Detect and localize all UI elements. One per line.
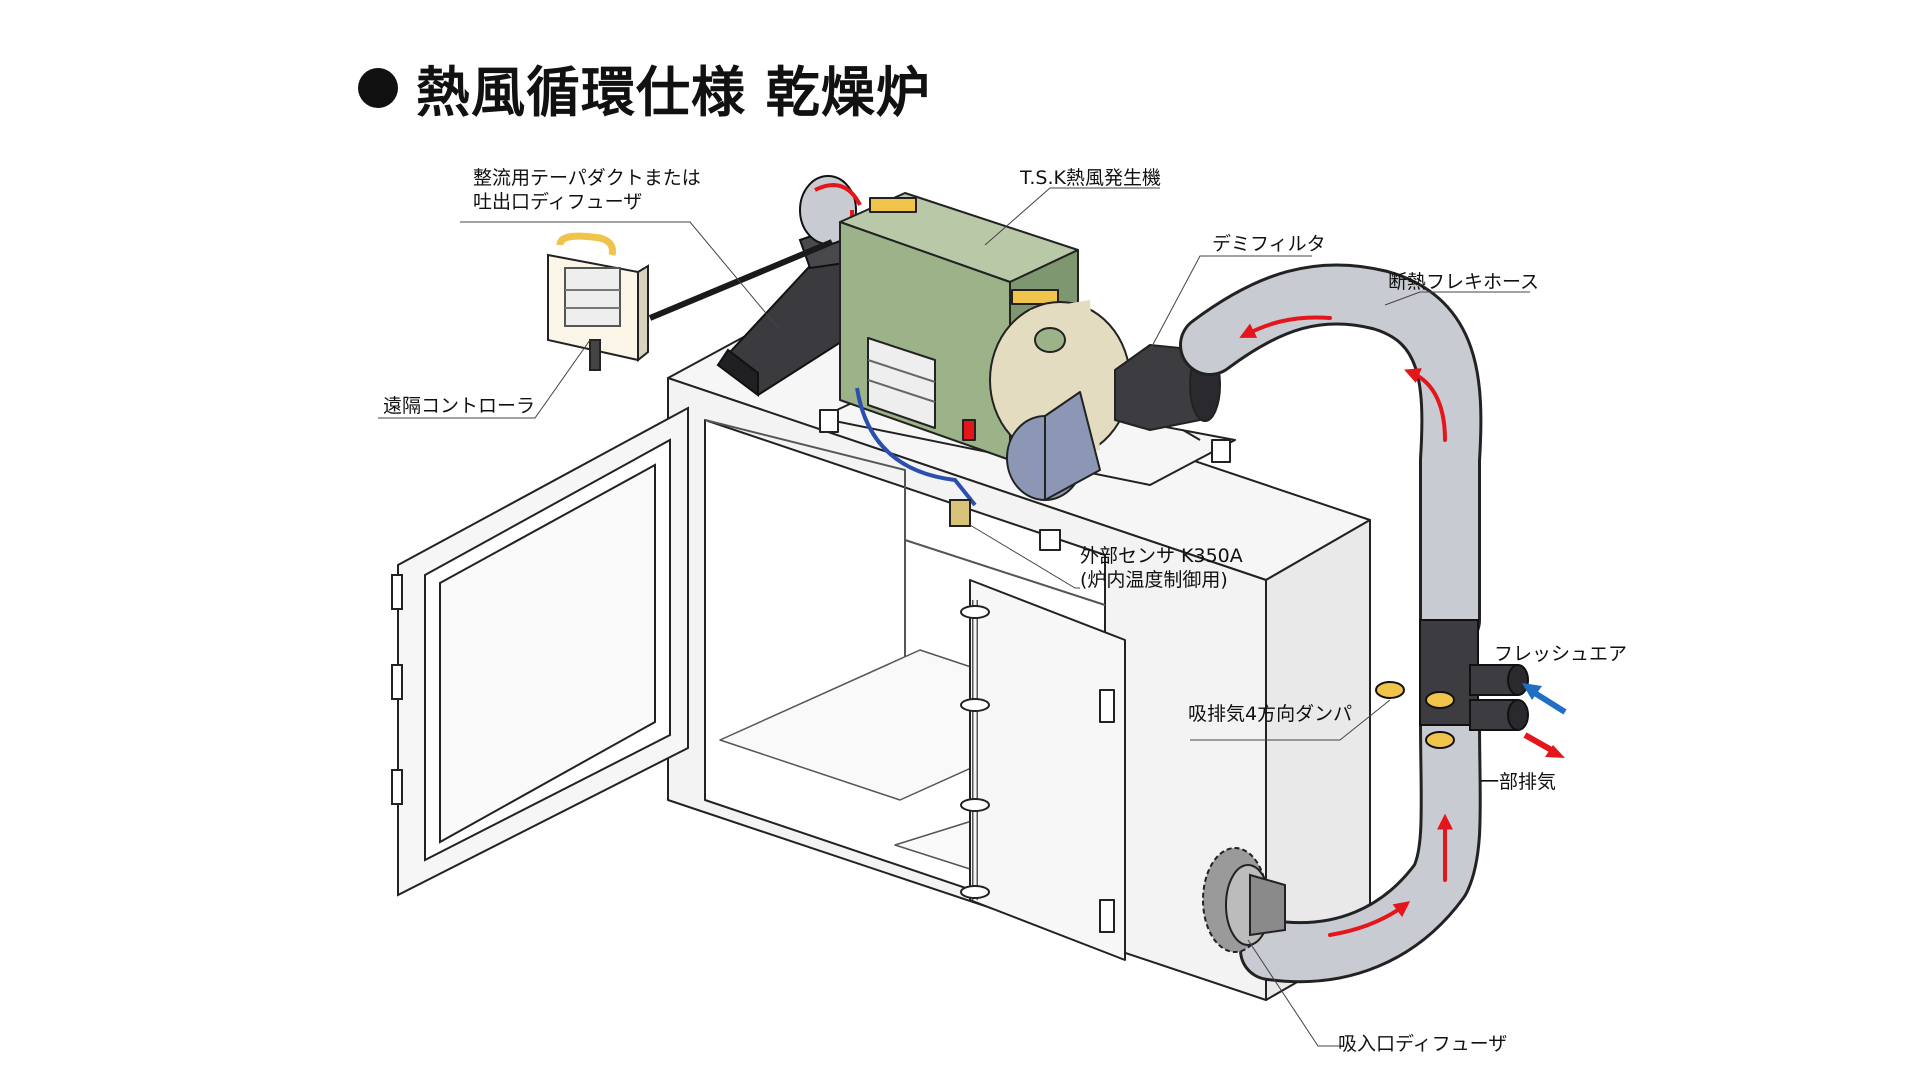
insulated-flex-hose: [1179, 263, 1483, 984]
label-rectifier-line2: 吐出口ディフューザ: [473, 191, 643, 213]
external-sensor: [855, 387, 977, 527]
door-hinge-upper: [1099, 689, 1115, 723]
leader-demister: [1149, 255, 1312, 351]
label-demister: デミフィルタ: [1212, 233, 1326, 255]
fresh-air-arrowhead: [1522, 683, 1542, 700]
label-sensor-line2: (炉内温度制御用): [1080, 569, 1228, 591]
four-way-damper: [1375, 619, 1529, 749]
bullet-icon: [358, 67, 398, 108]
flow-arrow-right: [1404, 368, 1447, 442]
exhaust-arrow: [1523, 732, 1557, 755]
label-inlet-diffuser: 吸入口ディフューザ: [1338, 1033, 1508, 1055]
leader-rectifier: [460, 221, 781, 331]
leader-flexhose: [1384, 291, 1530, 306]
leader-sensor: [969, 524, 1080, 589]
leader-damper: [1190, 699, 1391, 741]
leader-lines: [378, 187, 1530, 1047]
label-fresh-air: フレッシュエア: [1494, 643, 1628, 665]
remote-controller: [547, 232, 649, 371]
door-hinge-lower: [1099, 899, 1115, 933]
oven-front-door: [391, 406, 689, 897]
label-partial-exhaust: 一部排気: [1480, 771, 1557, 793]
inlet-diffuser: [1202, 847, 1286, 953]
label-remote-controller: 遠隔コントローラ: [383, 395, 536, 417]
leader-inlet: [1247, 939, 1340, 1047]
title-text: 熱風循環仕様 乾燥炉: [416, 61, 931, 124]
page-title: 熱風循環仕様 乾燥炉: [358, 48, 931, 127]
flow-arrow-bottom: [1328, 901, 1411, 937]
controller-cable: [648, 239, 834, 321]
label-flex-hose: 断熱フレキホース: [1388, 271, 1540, 293]
label-external-sensor: 外部センサ K350A (炉内温度制御用): [1080, 544, 1243, 592]
label-generator: T.S.K熱風発生機: [1020, 167, 1161, 189]
leader-controller: [378, 339, 591, 419]
label-rectifier-duct: 整流用テーパダクトまたは 吐出口ディフューザ: [473, 166, 701, 214]
label-damper: 吸排気4方向ダンパ: [1188, 703, 1353, 725]
label-sensor-line1: 外部センサ K350A: [1080, 545, 1243, 567]
exhaust-arrowhead: [1545, 745, 1565, 758]
leader-generator: [984, 187, 1160, 246]
flow-arrow-top: [1239, 315, 1332, 338]
label-rectifier-line1: 整流用テーパダクトまたは: [473, 167, 701, 189]
generator-control-panel: [867, 337, 936, 429]
